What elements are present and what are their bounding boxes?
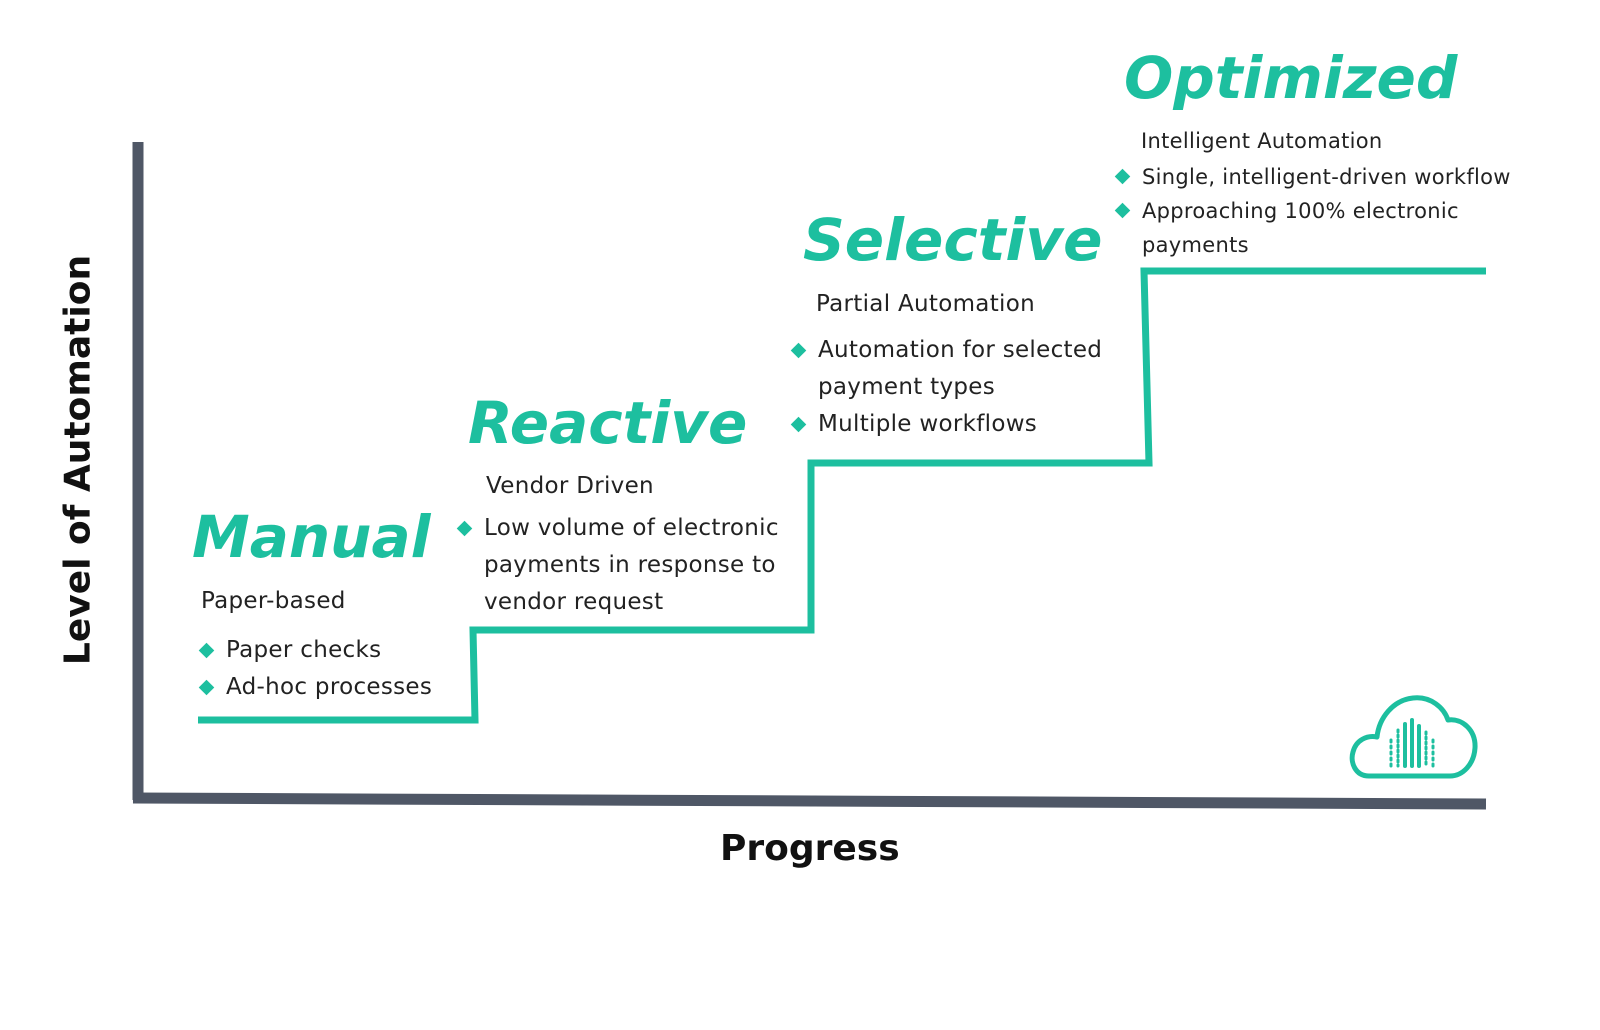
stage-optimized-bullets: Single, intelligent-driven workflow Appr… [1114, 160, 1534, 262]
stage-reactive-bullets: Low volume of electronic payments in res… [456, 510, 796, 621]
stage-selective-subtitle: Partial Automation [816, 291, 1035, 317]
diamond-bullet-icon [198, 642, 215, 659]
cloud-data-icon [1349, 695, 1478, 779]
stage-optimized-bullet: Single, intelligent-driven workflow [1114, 160, 1534, 194]
stage-optimized-bullet: Approaching 100% electronic payments [1114, 194, 1512, 262]
stage-selective-bullets: Automation for selected payment types Mu… [790, 332, 1130, 443]
stage-selective-bullet: Automation for selected payment types [790, 332, 1130, 406]
diamond-bullet-icon [790, 416, 807, 433]
stage-selective-bullet: Multiple workflows [790, 406, 1130, 443]
stage-optimized-title: Optimized [1124, 44, 1458, 112]
stage-manual-bullet: Paper checks [198, 632, 488, 669]
x-axis-line [132, 792, 1487, 810]
stage-reactive-bullet: Low volume of electronic payments in res… [456, 510, 796, 621]
diamond-bullet-icon [198, 679, 215, 696]
stage-reactive-subtitle: Vendor Driven [486, 473, 654, 499]
stage-optimized-subtitle: Intelligent Automation [1141, 129, 1383, 153]
x-axis-label: Progress [720, 828, 900, 869]
diamond-bullet-icon [790, 342, 807, 359]
stage-manual-bullet: Ad-hoc processes [198, 669, 488, 706]
stage-manual-subtitle: Paper-based [201, 588, 346, 614]
diamond-bullet-icon [456, 520, 473, 537]
y-axis-label: Level of Automation [57, 254, 99, 666]
stage-reactive-title: Reactive [468, 389, 748, 457]
stage-manual-bullets: Paper checks Ad-hoc processes [198, 632, 488, 706]
diamond-bullet-icon [1114, 202, 1131, 219]
stage-manual-title: Manual [192, 503, 431, 571]
diamond-bullet-icon [1114, 168, 1131, 185]
stage-selective-title: Selective [803, 206, 1103, 274]
automation-staircase [198, 267, 1486, 724]
